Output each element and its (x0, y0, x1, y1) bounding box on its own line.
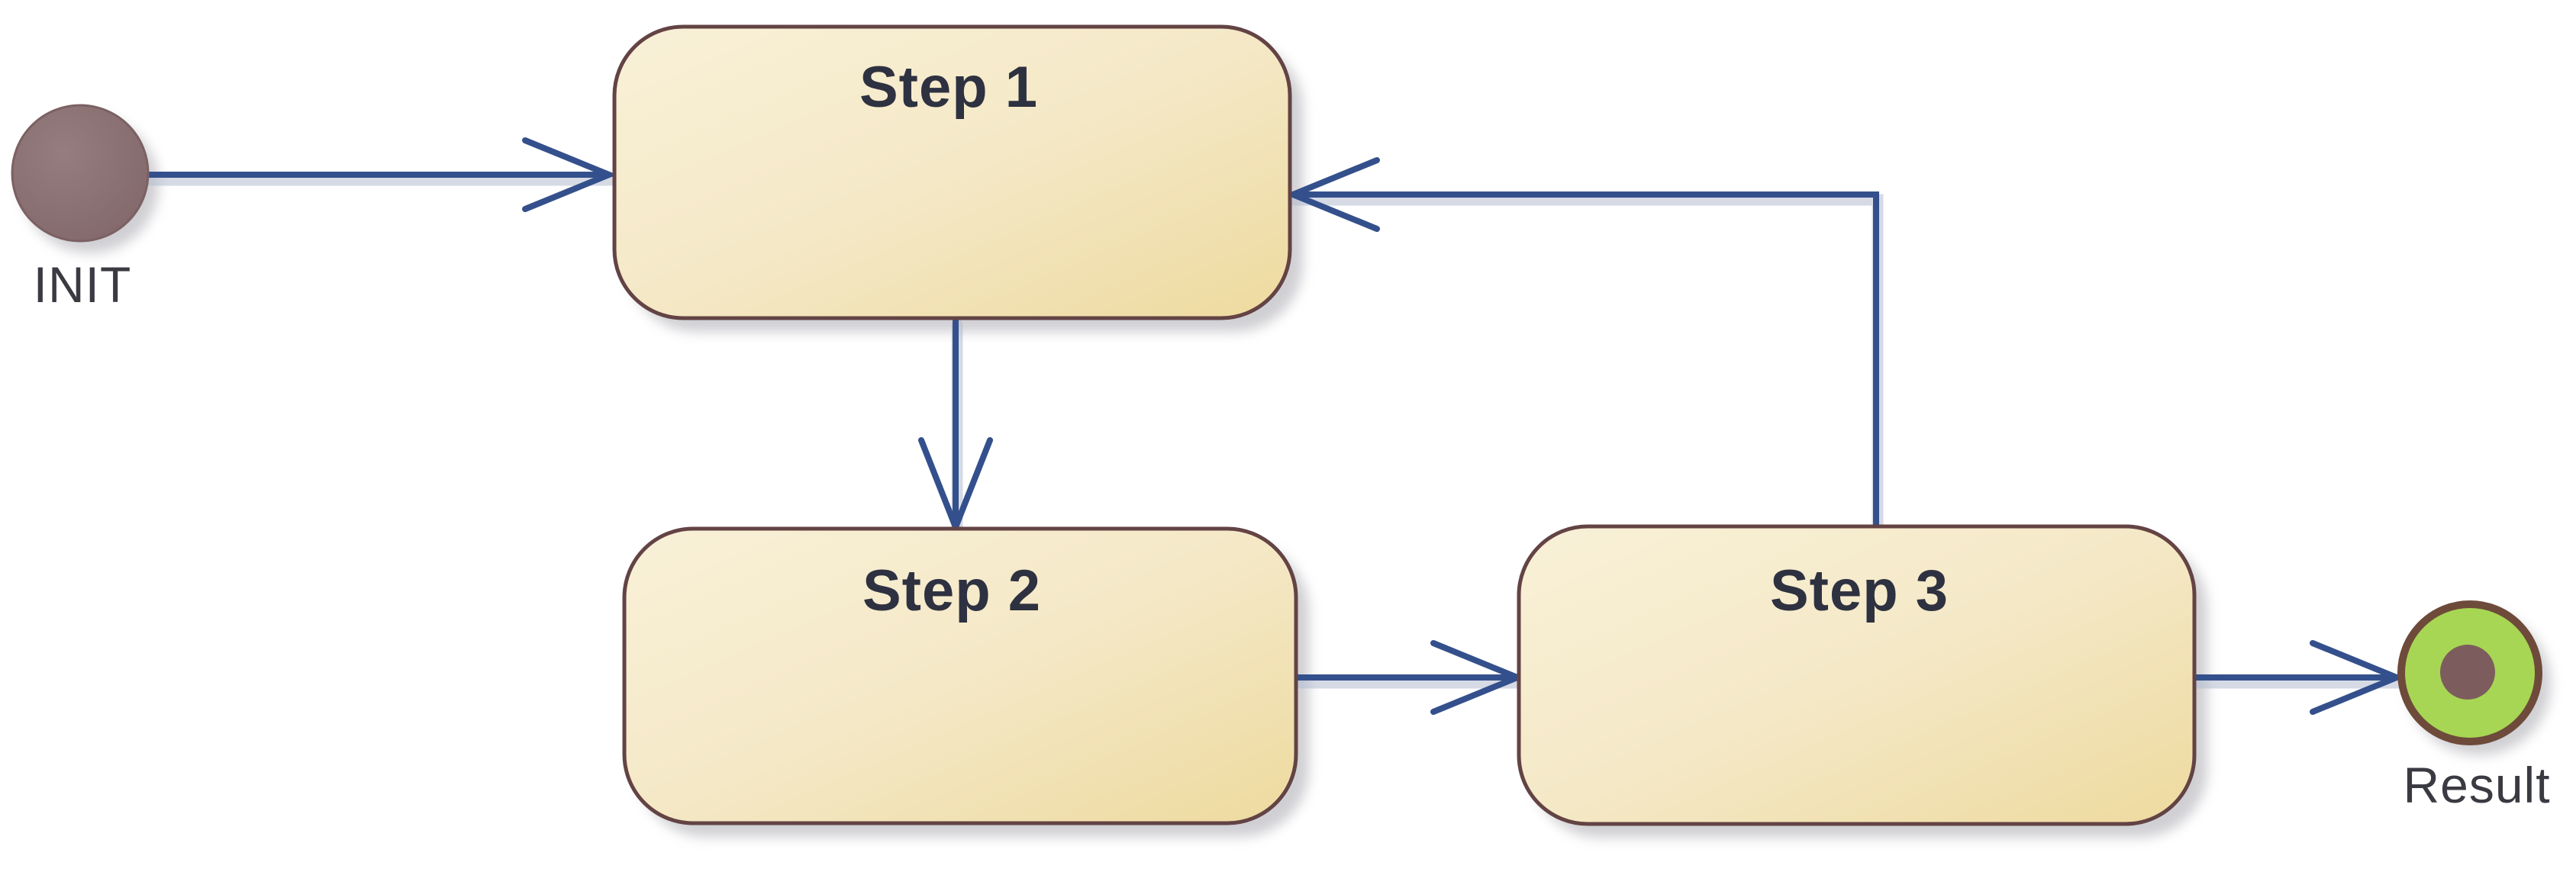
state-layer (612, 24, 2197, 826)
transition-step3-to-step1-halo (1288, 194, 1884, 536)
transition-step3-to-result (2193, 640, 2405, 715)
final-node-group (2397, 600, 2542, 745)
state-step2-label: Step 2 (862, 558, 1041, 623)
transition-step2-to-step3 (1294, 640, 1526, 715)
state-step3-label: Step 3 (1770, 558, 1949, 623)
state-step1-label: Step 1 (859, 55, 1038, 120)
initial-node[interactable] (11, 104, 150, 243)
label-layer: Step 1 Step 2 Step 3 (859, 55, 1949, 623)
state-step2-box[interactable] (622, 526, 1298, 825)
node-label-layer: INIT Result (34, 256, 2550, 813)
state-step1-box[interactable] (612, 24, 1292, 320)
transition-init-to-step1 (143, 137, 617, 212)
initial-node-label: INIT (34, 256, 132, 313)
final-node-core (2440, 645, 2495, 700)
transition-step1-to-step2 (918, 317, 993, 536)
state-step3-box[interactable] (1517, 524, 2197, 826)
transition-step3-to-step1 (1285, 157, 1879, 528)
final-node-label: Result (2403, 757, 2550, 813)
connector-layer (143, 137, 2405, 715)
